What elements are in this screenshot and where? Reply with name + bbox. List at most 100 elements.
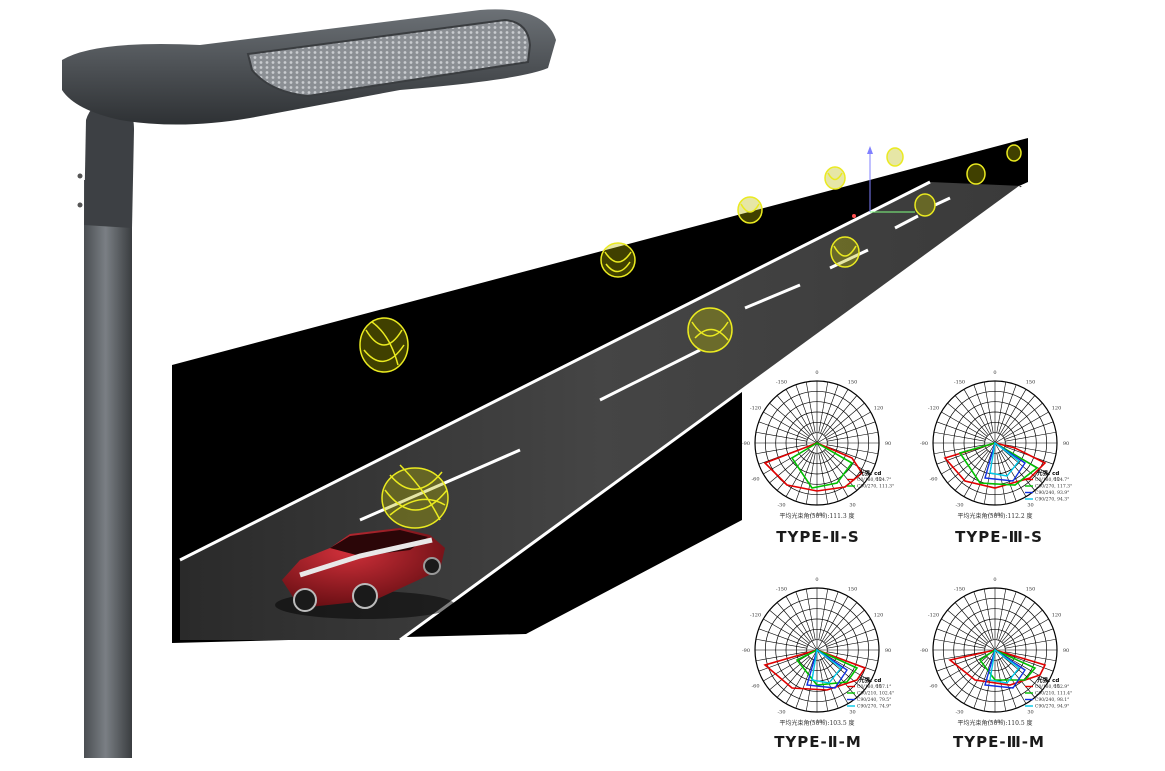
polar-angle-label: 120 xyxy=(874,406,884,412)
light-distribution-blob xyxy=(737,196,763,224)
beam-angle-text: 平均光束角(50%):103.5 度 xyxy=(779,719,854,727)
legend-entry: C90/270, 74.9° xyxy=(857,704,891,710)
sports-car xyxy=(275,528,455,619)
polar-angle-label: 0 xyxy=(815,370,818,376)
light-distribution-blob xyxy=(824,166,846,190)
light-distribution-blob xyxy=(1006,144,1022,162)
polar-angle-label: -30 xyxy=(955,502,963,508)
polar-grid-spoke xyxy=(947,402,988,437)
legend-entry: C90/240, 79.5° xyxy=(857,697,891,703)
polar-angle-label: -/+180 xyxy=(986,719,1003,725)
polar-grid-spoke xyxy=(816,649,849,704)
polar-grid-spoke xyxy=(994,442,1027,497)
polar-grid-spoke xyxy=(1005,638,1057,649)
led-array-panel xyxy=(246,18,532,98)
light-distribution-blob xyxy=(914,193,936,217)
polar-grid-spoke xyxy=(818,381,829,433)
polar-angle-label: 90 xyxy=(885,441,891,447)
polar-grid-spoke xyxy=(947,609,988,644)
polar-grid-spoke xyxy=(827,431,879,442)
polar-grid-spoke xyxy=(996,453,1007,505)
polar-grid-spoke xyxy=(963,649,996,704)
axis-gizmo xyxy=(852,146,915,218)
polar-angle-label: -120 xyxy=(928,406,939,412)
polar-grid-spoke xyxy=(963,596,996,651)
polar-grid-spoke xyxy=(1004,628,1054,647)
polar-grid-spoke xyxy=(983,381,994,433)
polar-grid-spoke xyxy=(818,453,829,505)
polar-grid-spoke xyxy=(755,431,807,442)
light-distribution-curve xyxy=(984,648,1026,689)
polar-angle-label: 150 xyxy=(1026,587,1036,593)
polar-angle-label: 150 xyxy=(848,380,858,386)
legend-entry: C90/270, 94.3° xyxy=(1035,497,1069,503)
polar-grid-spoke xyxy=(933,444,985,455)
polar-angle-label: 90 xyxy=(885,648,891,654)
polar-grid-spoke xyxy=(769,402,810,437)
polar-angle-label: 30 xyxy=(1027,709,1033,715)
polar-angle-label: 30 xyxy=(849,502,855,508)
polar-chart-type-label: TYPE-Ⅲ-S xyxy=(955,528,1043,546)
polar-grid-spoke xyxy=(826,628,876,647)
polar-angle-label: -/+180 xyxy=(986,512,1003,518)
polar-angle-label: -150 xyxy=(776,587,787,593)
polar-chart-type-label: TYPE-Ⅱ-S xyxy=(776,528,860,546)
polar-angle-label: 60 xyxy=(1053,684,1059,690)
polar-grid-spoke xyxy=(827,444,879,455)
polar-grid-spoke xyxy=(994,389,1027,444)
polar-grid-spoke xyxy=(1001,657,1036,698)
polar-grid-spoke xyxy=(1001,395,1036,436)
polar-angle-label: -30 xyxy=(777,709,785,715)
polar-grid-spoke xyxy=(785,649,818,704)
polar-grid-spoke xyxy=(776,602,811,643)
polar-grid-spoke xyxy=(996,381,1007,433)
pole-top-arm xyxy=(84,101,134,228)
polar-grid-spoke xyxy=(820,452,839,502)
polar-angle-label: 120 xyxy=(874,613,884,619)
polar-angle-label: 120 xyxy=(1052,613,1062,619)
polar-angle-label: -/+180 xyxy=(808,719,825,725)
intensity-unit-label: 光强: cd xyxy=(1036,676,1059,684)
polar-chart-type-label: TYPE-Ⅱ-M xyxy=(774,733,862,751)
polar-grid-spoke xyxy=(755,651,807,662)
polar-angle-label: -90 xyxy=(742,648,750,654)
light-distribution-curve xyxy=(989,648,1020,684)
beam-angle-text: 平均光束角(50%):111.3 度 xyxy=(779,512,854,520)
polar-grid-spoke xyxy=(805,453,816,505)
polar-grid-spoke xyxy=(963,442,996,497)
polar-angle-label: -60 xyxy=(751,684,759,690)
light-distribution-curve xyxy=(795,649,859,686)
polar-angle-label: -120 xyxy=(928,613,939,619)
polar-angle-label: 30 xyxy=(1027,502,1033,508)
polar-grid-spoke xyxy=(973,452,992,502)
polar-grid-spoke xyxy=(816,411,871,444)
polar-grid-spoke xyxy=(816,389,849,444)
legend-entry: C0/180, 157.1° xyxy=(857,684,891,690)
polar-grid-spoke xyxy=(947,449,988,484)
light-distribution-blobs xyxy=(359,144,1022,529)
light-distribution-blob xyxy=(381,464,449,529)
street-light-fixture xyxy=(62,9,556,758)
polar-grid-spoke xyxy=(758,653,808,672)
light-distribution-curve xyxy=(943,442,1047,489)
polar-grid-spoke xyxy=(758,421,808,440)
light-distribution-curve xyxy=(790,442,854,489)
polar-angle-label: -/+180 xyxy=(808,512,825,518)
polar-grid-spoke xyxy=(998,384,1017,434)
polar-angle-label: 150 xyxy=(1026,380,1036,386)
polar-grid-spoke xyxy=(823,657,858,698)
polar-angle-label: 0 xyxy=(815,577,818,583)
polar-grid-spoke xyxy=(776,450,811,491)
photometric-polar-charts: 0 -150 150 -120 120 -90 90 -60 60 -30 30 -/+180 光强: … xyxy=(742,370,1072,727)
polar-angle-label: -90 xyxy=(920,441,928,447)
polar-grid-spoke xyxy=(1004,653,1054,672)
polar-angle-label: 120 xyxy=(1052,406,1062,412)
polar-grid-spoke xyxy=(827,638,879,649)
polar-grid-spoke xyxy=(1005,444,1057,455)
polar-angle-label: 60 xyxy=(875,684,881,690)
polar-grid-spoke xyxy=(763,618,818,651)
polar-angle-label: -90 xyxy=(742,441,750,447)
polar-grid-spoke xyxy=(826,446,876,465)
